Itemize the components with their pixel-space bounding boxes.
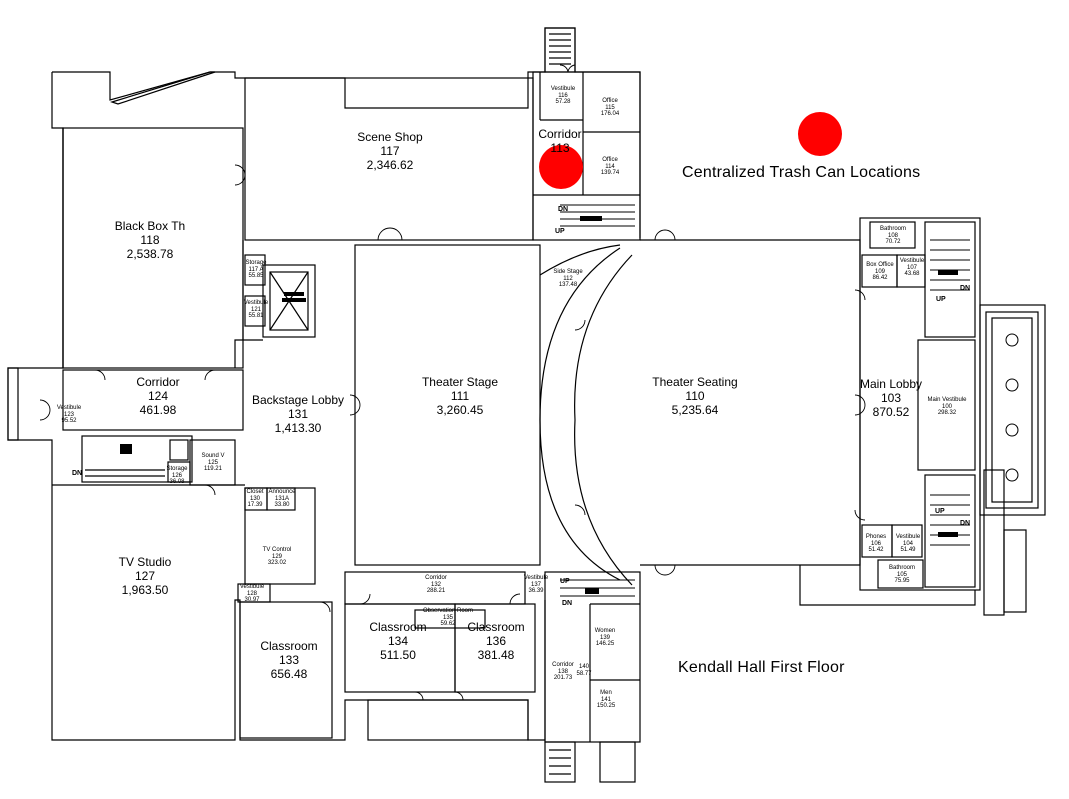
stair-label-dn: DN [562, 600, 573, 607]
trash-can-marker-corridor-113 [539, 145, 583, 189]
stair-east-south [924, 474, 976, 588]
stair-east-north [924, 221, 976, 338]
proscenium-arc [539, 247, 621, 581]
classroom-136-room [454, 603, 536, 693]
stair-west [81, 435, 193, 483]
corridor-124-room [62, 369, 244, 431]
vestibule-121-room [244, 295, 266, 327]
legend-title: Centralized Trash Can Locations [682, 164, 921, 181]
sound-room [189, 439, 236, 486]
bathroom-105-room [877, 559, 924, 589]
stair-label-dn: DN [558, 206, 569, 213]
east-entry-canopy [979, 304, 1046, 516]
stair-label-up: UP [555, 228, 565, 235]
observation-room [414, 609, 486, 629]
vestibule-104-room [891, 524, 923, 558]
main-vestibule-room [917, 339, 976, 471]
storage-117a-room [244, 254, 266, 286]
entry-canopy-west [7, 367, 19, 441]
elevator-shaft [262, 264, 316, 338]
classroom-133-room [239, 601, 333, 739]
floor-title: Kendall Hall First Floor [678, 659, 845, 676]
stair-label-dn: DN [72, 470, 83, 477]
stair-label-dn: DN [960, 285, 971, 292]
office-block [532, 71, 641, 241]
trash-can-marker-legend [798, 112, 842, 156]
stair-label-up: UP [936, 296, 946, 303]
bathroom-108-room [869, 221, 916, 249]
stair-label-dn: DN [960, 520, 971, 527]
stair-label-up: UP [935, 508, 945, 515]
black-box-window [110, 71, 216, 105]
restroom-block [544, 571, 641, 743]
stair-label-up: UP [560, 578, 570, 585]
